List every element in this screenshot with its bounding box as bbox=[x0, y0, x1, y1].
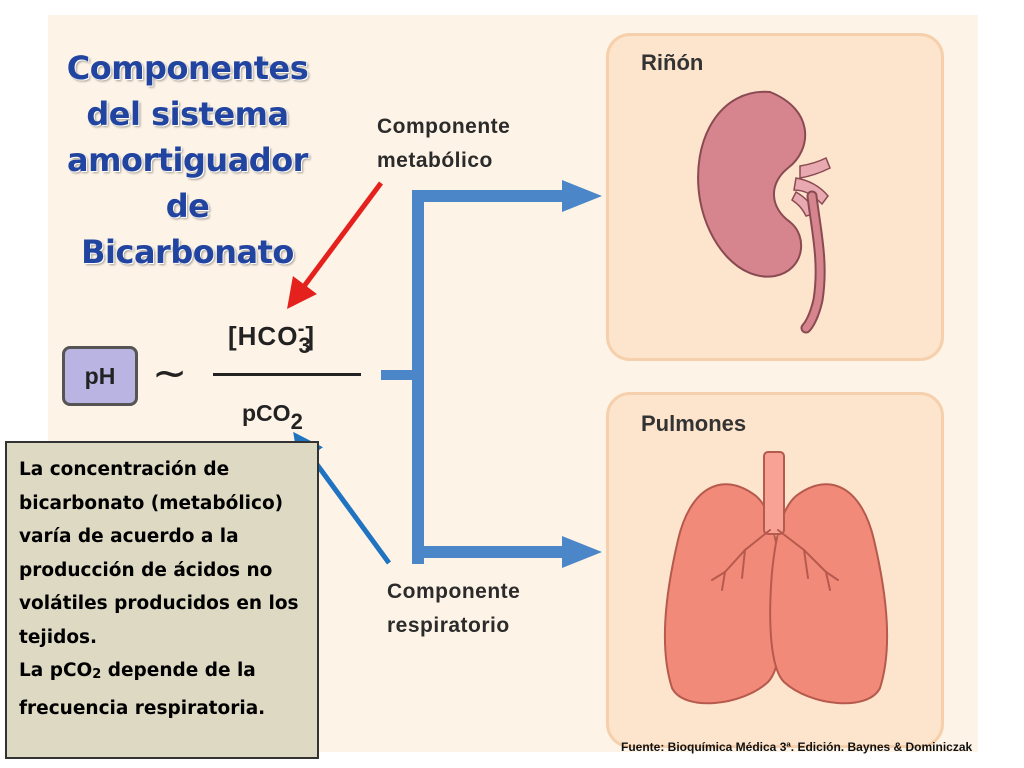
numerator-charge: - bbox=[297, 318, 306, 340]
title-line: del sistema bbox=[86, 95, 289, 133]
source-citation: Fuente: Bioquímica Médica 3ª. Edición. B… bbox=[621, 740, 973, 754]
kidney-title: Riñón bbox=[641, 50, 704, 75]
flow-arrow bbox=[381, 180, 602, 568]
kidney-icon bbox=[697, 90, 831, 334]
ph-label: pH bbox=[84, 362, 116, 389]
fraction-line bbox=[213, 373, 361, 376]
denominator-base: pCO bbox=[242, 400, 291, 426]
metabolic-label-line: metabólico bbox=[377, 149, 493, 172]
bicarbonate-numerator: [HCO3-] bbox=[228, 318, 315, 359]
red-arrow bbox=[287, 181, 384, 310]
note-subscript: 2 bbox=[92, 667, 102, 682]
approx-symbol: ~ bbox=[152, 348, 188, 397]
lungs-icon bbox=[663, 451, 889, 705]
ph-box: pH bbox=[62, 346, 138, 406]
metabolic-label-line: Componente bbox=[377, 115, 511, 138]
pco2-denominator: pCO2 bbox=[242, 400, 303, 435]
lungs-title: Pulmones bbox=[641, 411, 747, 436]
numerator-base: [HCO bbox=[228, 321, 299, 351]
numerator-subscript: 3 bbox=[298, 333, 312, 358]
note-paragraph: La pCO2 depende de la frecuencia respira… bbox=[19, 654, 309, 725]
respiratory-component-label: Componente respiratorio bbox=[387, 575, 520, 643]
metabolic-component-label: Componente metabólico bbox=[377, 110, 510, 178]
note-text: La pCO bbox=[19, 660, 93, 681]
note-text: depende de la frecuencia respiratoria. bbox=[19, 660, 266, 719]
respiratory-label-line: respiratorio bbox=[387, 614, 510, 637]
title-line: amortiguador bbox=[67, 141, 308, 179]
title-line: Componentes bbox=[66, 49, 309, 87]
explanation-note: La concentración de bicarbonato (metaból… bbox=[5, 441, 319, 759]
diagram-title: Componentes del sistema amortiguador de … bbox=[55, 45, 320, 275]
denominator-subscript: 2 bbox=[290, 409, 303, 434]
respiratory-label-line: Componente bbox=[387, 580, 521, 603]
numerator-close: ] bbox=[305, 321, 316, 351]
title-line: de Bicarbonato bbox=[81, 187, 294, 271]
note-paragraph: La concentración de bicarbonato (metaból… bbox=[19, 459, 299, 648]
